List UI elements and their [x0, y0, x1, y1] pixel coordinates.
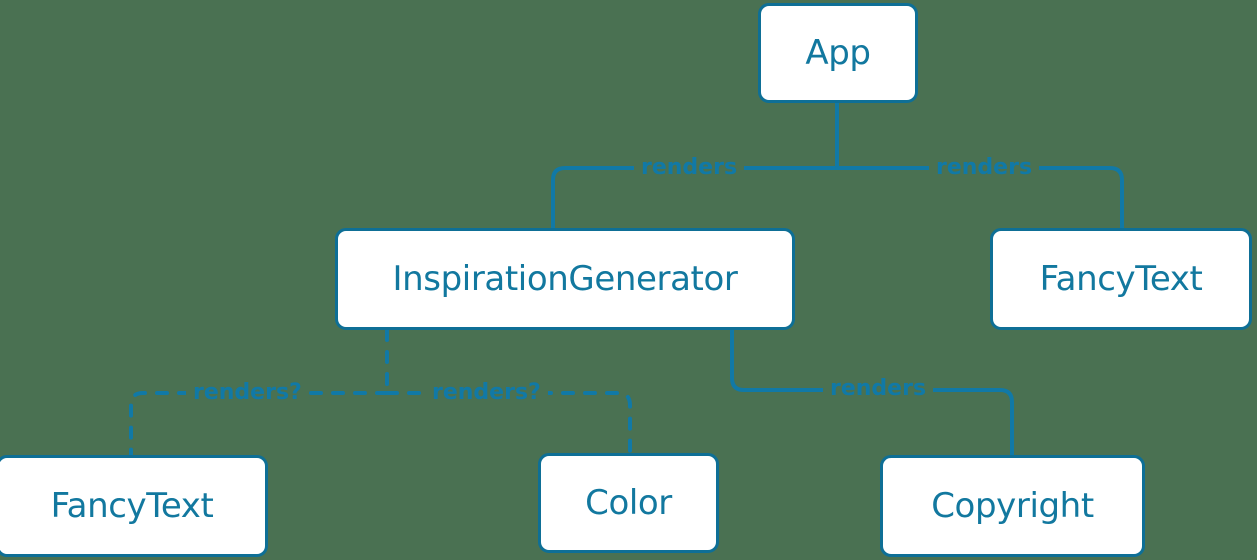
edge-label-inspirationgenerator-to-color: renders? — [425, 382, 548, 404]
node-app[interactable]: App — [758, 3, 918, 103]
node-color[interactable]: Color — [538, 453, 719, 553]
node-inspirationgenerator[interactable]: InspirationGenerator — [335, 228, 795, 330]
node-color-label: Color — [585, 483, 672, 523]
node-copyright[interactable]: Copyright — [880, 455, 1145, 557]
edge-label-app-to-fancytext: renders — [929, 157, 1040, 179]
node-fancytext-top-right[interactable]: FancyText — [990, 228, 1252, 330]
edge-label-inspirationgenerator-to-copyright: renders — [823, 378, 934, 400]
node-fancytext-bottom-left[interactable]: FancyText — [0, 455, 268, 557]
node-fancytext-bottom-left-label: FancyText — [50, 486, 214, 526]
node-app-label: App — [805, 33, 871, 73]
node-copyright-label: Copyright — [931, 486, 1094, 526]
node-inspirationgenerator-label: InspirationGenerator — [392, 259, 738, 299]
node-fancytext-top-right-label: FancyText — [1039, 259, 1203, 299]
edge-label-inspirationgenerator-to-fancytext: renders? — [186, 382, 309, 404]
edge-label-app-to-inspirationgenerator: renders — [634, 157, 745, 179]
